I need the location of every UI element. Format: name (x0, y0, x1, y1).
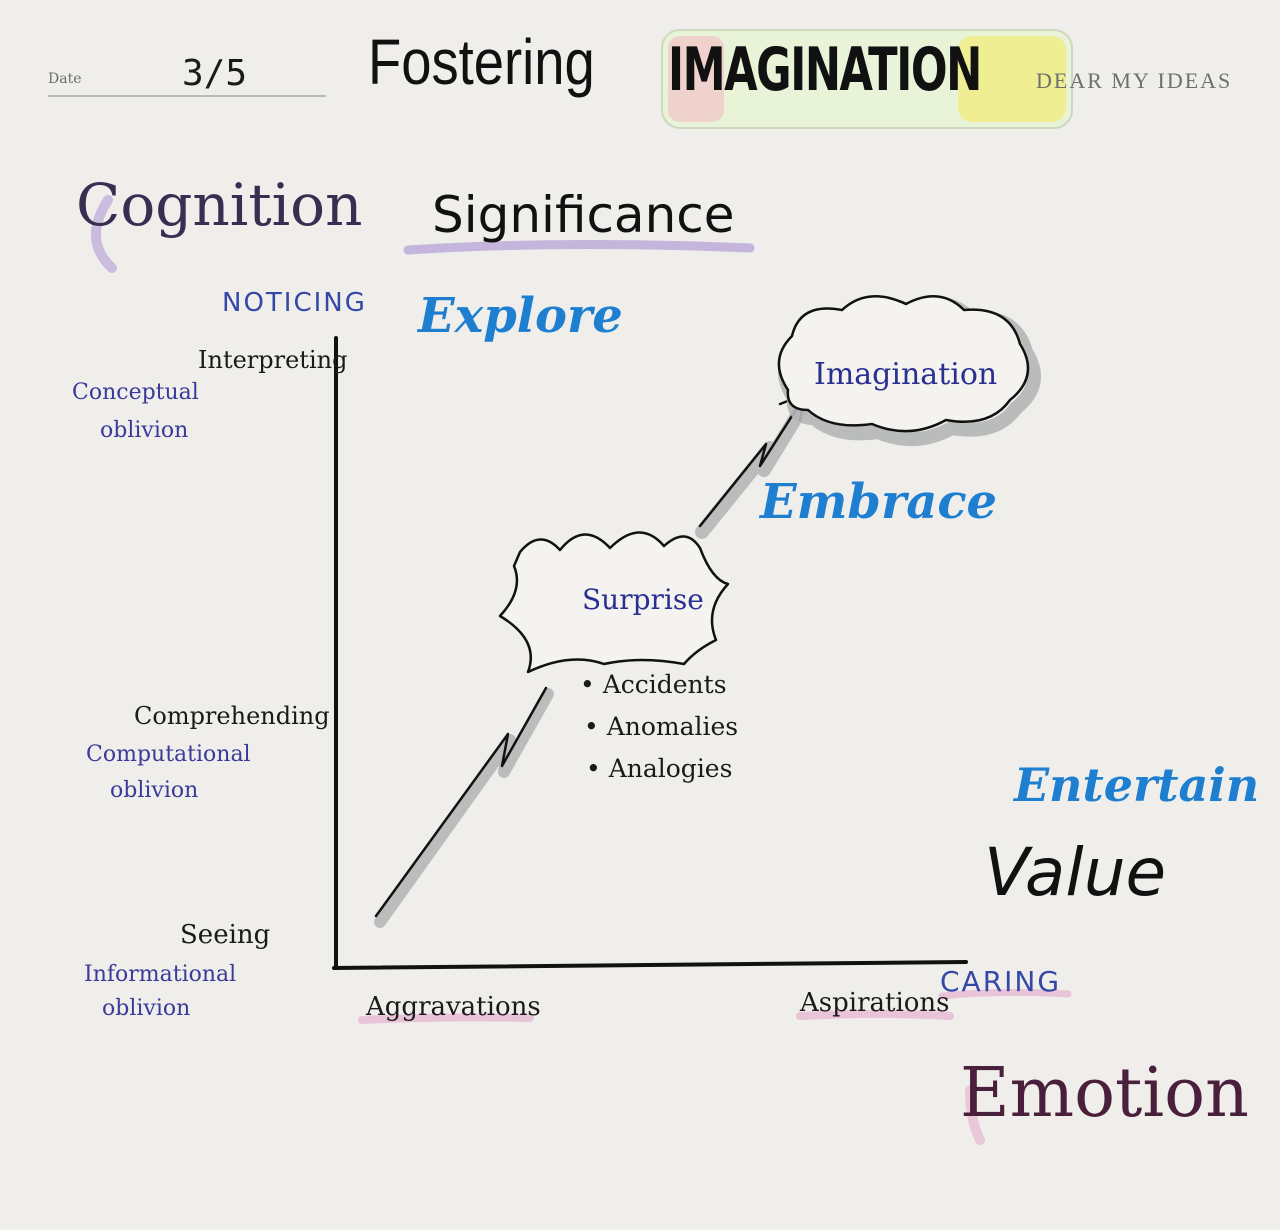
surprise-burst (498, 531, 730, 674)
y-note-middle-line1: Computational (86, 742, 251, 767)
x-axis-left-label: Aggravations (366, 992, 541, 1022)
x-axis-line (332, 960, 968, 970)
imagination-word-art-pink (668, 36, 724, 122)
y-note-bottom-line2: oblivion (102, 996, 191, 1021)
bullet-item: • Analogies (586, 754, 733, 783)
imagination-title: IMAGINATION (668, 35, 982, 105)
cognition-label: Cognition (76, 171, 363, 239)
upper-arrow-shadow (695, 391, 815, 539)
imagination-cloud (777, 295, 1030, 433)
y-note-middle-line2: oblivion (110, 778, 199, 803)
caring-highlight (938, 988, 1072, 1000)
y-note-bottom-line1: Informational (84, 962, 237, 987)
caring-label: CARING (940, 965, 1062, 998)
brand-label: DEAR MY IDEAS (1036, 68, 1233, 93)
bullet-text: Accidents (602, 670, 727, 699)
y-axis-middle-label: Comprehending (134, 702, 330, 730)
cognition-highlight (91, 195, 117, 273)
y-note-top-line1: Conceptual (72, 380, 199, 405)
entertain-label: Entertain (1014, 758, 1260, 812)
embrace-label: Embrace (760, 474, 998, 530)
imagination-word-art-yellow (958, 36, 1066, 122)
significance-highlight (403, 239, 755, 255)
date-value: 3/5 (182, 53, 248, 94)
value-label: Value (984, 834, 1167, 911)
explore-label: Explore (418, 288, 623, 344)
surprise-node-label: Surprise (582, 583, 704, 616)
y-note-top-line2: oblivion (100, 418, 189, 443)
y-axis-bottom-label: Seeing (180, 920, 271, 950)
lower-arrow (374, 686, 548, 918)
aggravations-highlight (358, 1013, 534, 1024)
significance-label: Significance (432, 186, 735, 244)
page-title: Fostering (368, 26, 595, 98)
bullet-item: • Accidents (580, 670, 727, 699)
bullet-item: • Anomalies (584, 712, 739, 741)
noticing-label: NOTICING (222, 288, 367, 318)
imagination-node-label: Imagination (814, 357, 998, 392)
bullet-text: Analogies (608, 754, 733, 783)
y-axis-top-label: Interpreting (198, 346, 348, 374)
aspirations-highlight (796, 1010, 954, 1020)
emotion-highlight (965, 1085, 985, 1145)
bullet-text: Anomalies (606, 712, 739, 741)
x-axis-right-label: Aspirations (800, 988, 950, 1018)
emotion-label: Emotion (960, 1054, 1249, 1133)
date-label: Date (48, 71, 82, 87)
